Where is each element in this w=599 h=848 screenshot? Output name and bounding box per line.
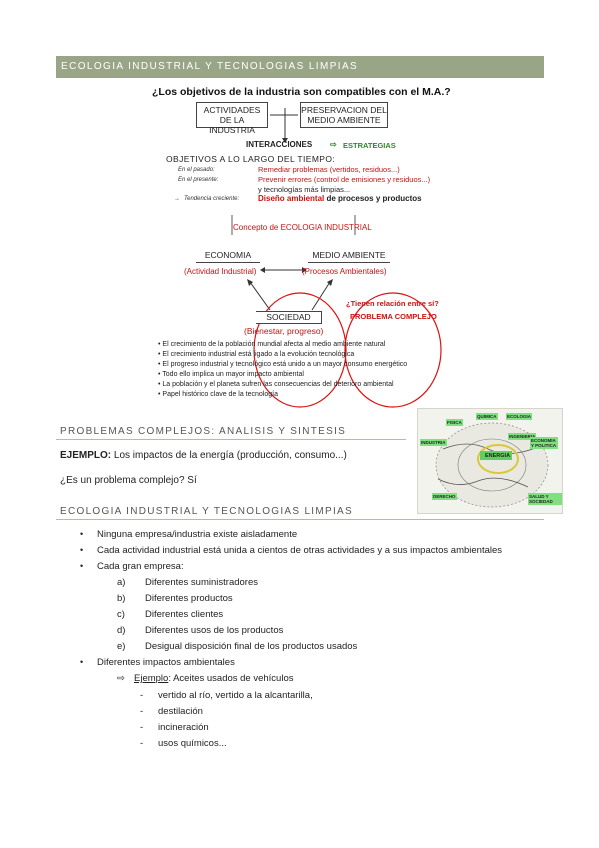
list-item: Diferentes impactos ambientales — [97, 657, 235, 668]
dash-item: destilación — [158, 706, 203, 717]
dash-item: usos químicos... — [158, 738, 227, 749]
sociedad-box: SOCIEDAD — [256, 311, 322, 324]
example-oil-line: Ejemplo: Aceites usados de vehículos — [134, 673, 294, 684]
figure-tag: QUIMICA — [476, 413, 498, 420]
bullet-dot: • — [80, 561, 84, 571]
energy-figure-graphic — [435, 422, 549, 508]
dash-marker: - — [140, 722, 144, 733]
strategies-arrow-icon: ⇨ — [330, 140, 337, 149]
dash-item: incineración — [158, 722, 209, 733]
sublist-item: Diferentes suministradores — [145, 577, 258, 588]
complex-question: ¿Es un problema complejo? Sí — [60, 475, 197, 486]
diagram-bullet: • El progreso industrial y tecnológico e… — [158, 361, 408, 368]
dash-marker: - — [140, 706, 144, 717]
economia-box: ECONOMIA — [196, 250, 260, 263]
bullet-dot: • — [80, 529, 84, 539]
present-label: En el presente: — [178, 177, 219, 183]
strategies-label: ESTRATEGIAS — [343, 141, 396, 150]
dash-item: vertido al río, vertido a la alcantarill… — [158, 690, 313, 701]
sublist-item: Diferentes productos — [145, 593, 233, 604]
section-header-ecologia: ECOLOGIA INDUSTRIAL Y TECNOLOGIAS LIMPIA… — [56, 56, 544, 78]
section-title-problemas: PROBLEMAS COMPLEJOS: ANALISIS Y SINTESIS — [56, 426, 406, 440]
relation-question: ¿Tienen relación entre sí? — [346, 299, 439, 308]
figure-center-label: ENERGIA — [485, 453, 511, 459]
past-label: En el pasado: — [178, 167, 215, 173]
sublist-item: Desigual disposición final de los produc… — [145, 641, 358, 652]
figure-tag: DERECHO — [432, 493, 457, 500]
sociedad-sub: (Bienestar, progreso) — [244, 326, 324, 336]
energy-figure: ENERGIA FISICA QUIMICA ECOLOGIA INGENIER… — [417, 408, 563, 514]
figure-tag: INDUSTRIA — [420, 439, 447, 446]
sublist-marker: c) — [117, 609, 125, 620]
figure-tag: FISICA — [446, 419, 463, 426]
diagram-question: ¿Los objetivos de la industria son compa… — [152, 86, 451, 98]
trend-arrow-icon: → — [174, 196, 180, 202]
dash-marker: - — [140, 690, 144, 701]
list-item: Ninguna empresa/industria existe aislada… — [97, 529, 298, 540]
bullet-dot: • — [80, 657, 84, 667]
section-title-ecologia: ECOLOGIA INDUSTRIAL Y TECNOLOGIAS LIMPIA… — [56, 506, 544, 520]
present-text-2: y tecnologías más limpias... — [258, 185, 351, 194]
sublist-marker: a) — [117, 577, 126, 588]
bullet-dot: • — [80, 545, 84, 555]
sublist-item: Diferentes clientes — [145, 609, 224, 620]
box-actividades: ACTIVIDADES DE LA INDUSTRIA — [196, 102, 268, 135]
medio-ambiente-sub: (Procesos Ambientales) — [302, 267, 387, 276]
diagram-bullet-list: • El crecimiento de la población mundial… — [158, 340, 407, 400]
figure-tag: ECOLOGIA — [506, 413, 533, 420]
figure-tag: INGENIERIA — [508, 433, 537, 440]
trend-text: Diseño ambiental de procesos y productos — [258, 194, 422, 203]
diagram-connectors — [231, 108, 442, 408]
objectives-heading: OBJETIVOS A LO LARGO DEL TIEMPO: — [166, 154, 336, 164]
sublist-marker: e) — [117, 641, 126, 652]
sublist-marker: b) — [117, 593, 126, 604]
present-text: Prevenir errores (control de emisiones y… — [258, 175, 431, 184]
diagram-bullet: • El crecimiento industrial está ligado … — [158, 351, 355, 358]
arrow-outline-icon: ⇨ — [117, 673, 125, 684]
example-line: EJEMPLO: Los impactos de la energía (pro… — [60, 450, 347, 461]
interactions-label: INTERACCIONES — [246, 140, 313, 149]
complex-problem-label: PROBLEMA COMPLEJO — [350, 312, 437, 321]
figure-tag: ECONOMIA Y POLITICA — [530, 437, 558, 449]
sublist-item: Diferentes usos de los productos — [145, 625, 284, 636]
list-item: Cada gran empresa: — [97, 561, 184, 572]
trend-label: Tendencia creciente: — [184, 196, 240, 202]
concept-label: Concepto de ECOLOGIA INDUSTRIAL — [233, 223, 372, 232]
past-text: Remediar problemas (vertidos, residuos..… — [258, 165, 400, 174]
diagram-bullet: • Papel histórico clave de la tecnología — [158, 391, 278, 398]
box-preservacion: PRESERVACION DEL MEDIO AMBIENTE — [300, 102, 388, 128]
diagram-bullet: • Todo ello implica un mayor impacto amb… — [158, 371, 304, 378]
economia-sub: (Actividad Industrial) — [184, 267, 257, 276]
figure-tag: SALUD Y SOCIEDAD — [528, 493, 562, 505]
list-item: Cada actividad industrial está unida a c… — [97, 545, 503, 556]
medio-ambiente-box: MEDIO AMBIENTE — [308, 250, 390, 263]
dash-marker: - — [140, 738, 144, 749]
diagram-bullet: • La población y el planeta sufren las c… — [158, 381, 394, 388]
sublist-marker: d) — [117, 625, 126, 636]
diagram-bullet: • El crecimiento de la población mundial… — [158, 341, 386, 348]
